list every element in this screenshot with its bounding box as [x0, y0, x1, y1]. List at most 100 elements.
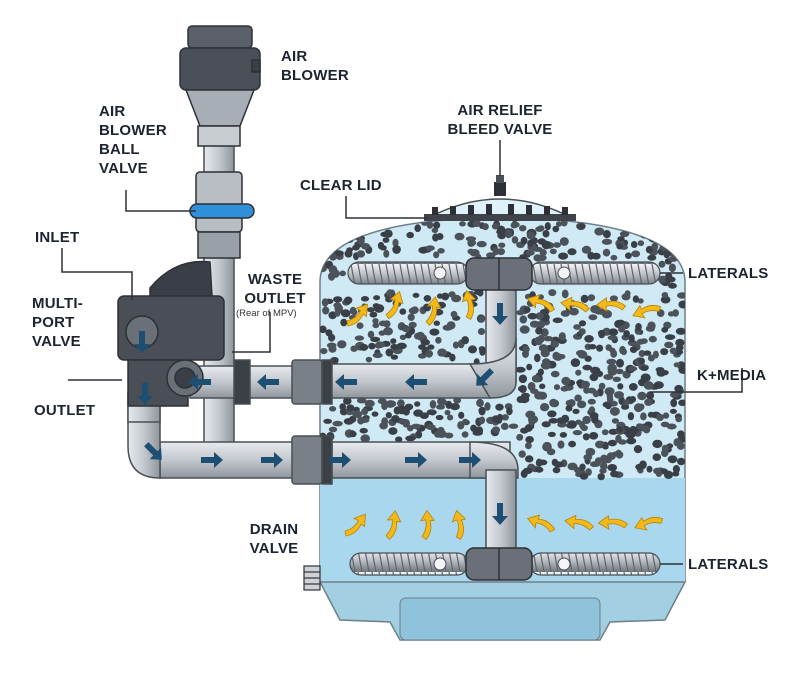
media-bead-icon [526, 364, 532, 371]
media-bead-icon [427, 409, 437, 415]
media-bead-icon [633, 295, 639, 302]
media-bead-icon [589, 344, 597, 349]
media-bead-icon [319, 326, 326, 334]
media-bead-icon [677, 458, 685, 465]
media-bead-icon [629, 396, 636, 403]
media-bead-icon [630, 346, 637, 353]
media-bead-icon [607, 392, 613, 400]
media-bead-icon [664, 220, 672, 227]
media-bead-icon [571, 358, 580, 367]
media-bead-icon [635, 464, 644, 470]
media-bead-icon [414, 333, 421, 340]
media-bead-icon [644, 399, 652, 406]
media-bead-icon [637, 339, 645, 345]
media-bead-icon [318, 222, 327, 229]
media-bead-icon [652, 440, 662, 448]
media-bead-icon [492, 223, 499, 229]
waste-outlet-note: (Rear of MPV) [236, 308, 297, 319]
media-bead-icon [558, 354, 565, 359]
media-bead-icon [348, 228, 358, 236]
media-bead-icon [372, 411, 379, 416]
media-bead-icon [534, 391, 543, 399]
media-bead-icon [581, 295, 589, 303]
media-bead-icon [599, 383, 606, 390]
outlet-label: OUTLET [34, 401, 95, 420]
media-bead-icon [656, 367, 665, 372]
media-bead-icon [607, 364, 617, 373]
media-bead-icon [359, 344, 368, 351]
media-bead-icon [344, 297, 352, 305]
media-bead-icon [554, 461, 564, 467]
air-relief-bleed-valve-label: AIR RELIEFBLEED VALVE [434, 101, 566, 139]
media-bead-icon [475, 426, 483, 435]
media-bead-icon [606, 344, 612, 351]
media-bead-icon [593, 390, 600, 397]
media-bead-icon [538, 238, 547, 244]
media-bead-icon [662, 219, 669, 225]
media-bead-icon [492, 426, 500, 433]
media-bead-icon [523, 346, 530, 353]
media-bead-icon [361, 296, 369, 302]
media-bead-icon [332, 421, 342, 427]
media-bead-icon [617, 236, 624, 241]
air-relief-bleed-valve [494, 140, 506, 196]
media-bead-icon [340, 220, 347, 226]
media-bead-icon [355, 224, 365, 230]
media-bead-icon [672, 239, 678, 248]
media-bead-icon [479, 407, 486, 416]
media-bead-icon [462, 419, 468, 425]
media-bead-icon [603, 249, 610, 257]
media-bead-icon [553, 242, 561, 248]
media-bead-icon [392, 245, 401, 254]
media-bead-icon [607, 464, 617, 471]
media-bead-icon [345, 219, 354, 227]
media-bead-icon [357, 250, 365, 257]
media-bead-icon [656, 470, 662, 477]
media-bead-icon [383, 327, 393, 335]
media-bead-icon [349, 431, 356, 437]
media-bead-icon [574, 467, 580, 473]
media-bead-icon [528, 382, 536, 391]
media-bead-icon [320, 348, 327, 354]
media-bead-icon [582, 416, 591, 424]
media-bead-icon [388, 427, 397, 435]
media-bead-icon [576, 350, 586, 356]
media-bead-icon [584, 335, 594, 343]
media-bead-icon [426, 245, 435, 251]
media-bead-icon [598, 473, 605, 480]
media-bead-icon [561, 415, 569, 423]
media-bead-icon [430, 400, 437, 409]
media-bead-icon [608, 335, 618, 340]
media-bead-icon [350, 346, 357, 352]
media-bead-icon [575, 370, 581, 376]
media-bead-icon [647, 255, 656, 261]
media-bead-icon [629, 383, 638, 391]
media-bead-icon [405, 332, 412, 339]
media-bead-icon [643, 425, 650, 433]
media-bead-icon [631, 241, 638, 248]
media-bead-icon [567, 420, 577, 428]
media-bead-icon [386, 349, 394, 357]
media-bead-icon [381, 417, 388, 425]
media-bead-icon [375, 341, 385, 348]
media-bead-icon [341, 226, 348, 234]
media-bead-icon [572, 409, 579, 414]
media-bead-icon [340, 319, 347, 327]
media-bead-icon [445, 410, 451, 415]
media-bead-icon [670, 392, 679, 398]
media-bead-icon [560, 432, 567, 438]
media-bead-icon [652, 232, 660, 240]
media-bead-icon [356, 222, 363, 230]
media-bead-icon [429, 329, 439, 336]
media-bead-icon [535, 467, 543, 473]
media-bead-icon [616, 320, 625, 326]
media-bead-icon [478, 316, 485, 322]
media-bead-icon [543, 230, 550, 237]
media-bead-icon [653, 453, 662, 461]
media-bead-icon [435, 337, 441, 344]
media-bead-icon [669, 264, 676, 273]
media-bead-icon [628, 412, 634, 420]
media-bead-icon [595, 229, 603, 236]
media-bead-icon [552, 226, 559, 232]
media-bead-icon [661, 327, 668, 333]
